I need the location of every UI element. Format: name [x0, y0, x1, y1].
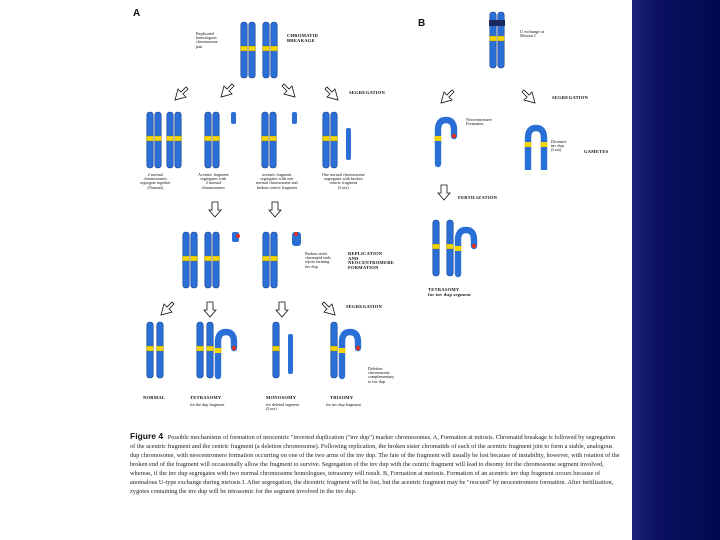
- caption-text: Possible mechanisms of formation of neoc…: [130, 434, 620, 495]
- arrow-icon: [324, 86, 339, 101]
- label-broken-ends: Broken sister chromatid ends rejoin form…: [305, 251, 331, 269]
- figure-label: Figure 4: [130, 431, 164, 441]
- label-replication: REPLICATION AND NEOCENTROMERE FORMATION: [348, 251, 394, 270]
- panel-b-letter: B: [418, 18, 426, 29]
- slide-left-margin: [0, 0, 112, 540]
- replication-row-a: [182, 231, 301, 289]
- label-segregation-2: SEGREGATION: [346, 304, 383, 309]
- arrow-icon: [208, 201, 222, 218]
- arrow-icon: [437, 184, 451, 201]
- figure-caption: Figure 4 Possible mechanisms of formatio…: [130, 432, 620, 496]
- arrow-icon: [268, 201, 282, 218]
- arrow-icon: [321, 301, 336, 316]
- outcome-row-a: [146, 321, 361, 378]
- label-deletion: Deletion chromosome complementary to inv…: [368, 366, 395, 384]
- label-segregation-b: SEGREGATION: [552, 95, 589, 100]
- label-normal: NORMAL: [143, 395, 166, 400]
- label-trisomy-sub: for inv dup fragment: [326, 402, 361, 407]
- label-loss: One normal chromosome segregates with br…: [322, 172, 365, 190]
- figure-page: [112, 0, 632, 540]
- label-neocentromere: Neocentromere Formation: [466, 117, 492, 127]
- label-tetrasomy-sub: for the dup fragment: [190, 402, 225, 407]
- label-monosomy-sub: for deleted segment (Loss): [266, 402, 300, 412]
- label-gametes: GAMETES: [584, 149, 609, 154]
- label-chromatid-breakage: CHROMATID BREAKAGE: [287, 33, 319, 43]
- chromosome-pair-top: [241, 22, 278, 78]
- label-acentric-segregation: Acentric fragment segregates with 2 norm…: [198, 172, 229, 190]
- label-fertilization: FERTILIZATION: [458, 195, 498, 200]
- arrow-icon: [521, 89, 536, 104]
- panel-b-zygote: [432, 219, 477, 276]
- arrow-icon: [281, 83, 296, 98]
- label-dicentric: Dicentric inv dup (Lost): [551, 139, 567, 153]
- label-tetrasomy: TETRASOMY: [190, 395, 222, 400]
- label-u-exchange: U exchange at Meiosis I: [520, 29, 544, 39]
- panel-b-top: [489, 11, 505, 69]
- arrow-icon: [203, 301, 217, 318]
- panel-a-letter: A: [133, 8, 141, 19]
- segregation-row-a: [146, 111, 351, 169]
- label-replicated-pair: Replicated homologous chromosome pair: [196, 31, 218, 49]
- arrow-icon: [275, 301, 289, 318]
- arrow-icon: [174, 86, 189, 101]
- arrow-icon: [220, 83, 235, 98]
- label-tetrasomy-b: TETRASOMY for inv dup segment: [428, 287, 471, 297]
- slide-right-panel: [632, 0, 720, 540]
- arrow-icon: [160, 301, 175, 316]
- label-acentric-with-broken: acentric fragment segregates with one no…: [256, 172, 298, 190]
- label-trisomy: TRISOMY: [330, 395, 354, 400]
- label-segregation: SEGREGATION: [349, 90, 386, 95]
- panel-b-gametes: [435, 120, 548, 170]
- label-monosomy: MONOSOMY: [266, 395, 297, 400]
- label-normal-segregation: 2 normal chromosomes segregate together …: [140, 172, 171, 190]
- arrow-icon: [440, 89, 455, 104]
